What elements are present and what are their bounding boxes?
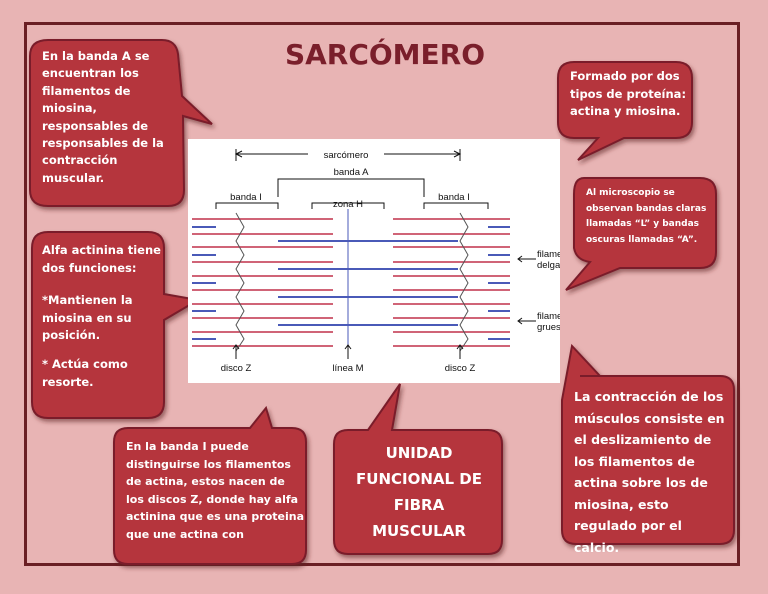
bubble-banda-a-text: En la banda A se encuentran los filament… bbox=[42, 49, 164, 185]
page-title: SARCÓMERO bbox=[284, 38, 486, 71]
label-sarcomero: sarcómero bbox=[324, 150, 369, 161]
label-disco-z-right: disco Z bbox=[445, 363, 476, 374]
label-banda-i-left: banda I bbox=[230, 192, 262, 203]
thick-filaments bbox=[192, 226, 510, 340]
label-banda-i-right: banda I bbox=[438, 192, 470, 203]
bubble-alfa-actinina bbox=[31, 231, 201, 419]
bubble-alfa-item-1: *Mantienen la miosina en su posición. bbox=[42, 293, 133, 342]
label-linea-m: línea M bbox=[332, 363, 363, 374]
z-discs bbox=[235, 212, 469, 352]
bubble-contraccion bbox=[561, 343, 735, 545]
label-zona-h: zona H bbox=[333, 199, 363, 210]
bubble-unidad bbox=[333, 383, 503, 555]
bubble-alfa-title: Alfa actinina tiene dos funciones: bbox=[42, 243, 161, 275]
poster-frame bbox=[24, 22, 740, 566]
sarcomere-diagram: sarcómero banda A zona H banda I banda I… bbox=[188, 139, 576, 383]
bubble-contraccion-text: La contracción de los músculos consiste … bbox=[574, 389, 725, 555]
bubble-microscopio-text: Al microscopio se observan bandas claras… bbox=[586, 188, 707, 245]
label-filamento-delgado-2: delgado bbox=[537, 260, 560, 271]
bubble-proteinas-text: Formado por dos tipos de proteína: actin… bbox=[570, 69, 687, 118]
label-banda-a: banda A bbox=[334, 167, 370, 178]
bubble-alfa-item-2: * Actúa como resorte. bbox=[42, 357, 128, 389]
bubble-proteinas bbox=[557, 61, 693, 161]
brackets bbox=[215, 149, 536, 359]
sarcomere-svg: sarcómero banda A zona H banda I banda I… bbox=[192, 149, 576, 374]
thin-filaments bbox=[192, 218, 510, 347]
bubble-unidad-text: UNIDAD FUNCIONAL DE FIBRA MUSCULAR bbox=[356, 444, 482, 540]
bubble-banda-i-text: En la banda I puede distinguirse los fil… bbox=[126, 440, 305, 541]
bubble-microscopio bbox=[565, 177, 717, 291]
label-filamento-grueso-2: grueso bbox=[537, 322, 560, 333]
label-filamento-delgado-1: filamento bbox=[537, 249, 560, 260]
label-filamento-grueso-1: filamento bbox=[537, 311, 560, 322]
bubble-banda-a bbox=[29, 39, 213, 207]
bubble-banda-i bbox=[113, 405, 307, 565]
label-disco-z-left: disco Z bbox=[221, 363, 252, 374]
